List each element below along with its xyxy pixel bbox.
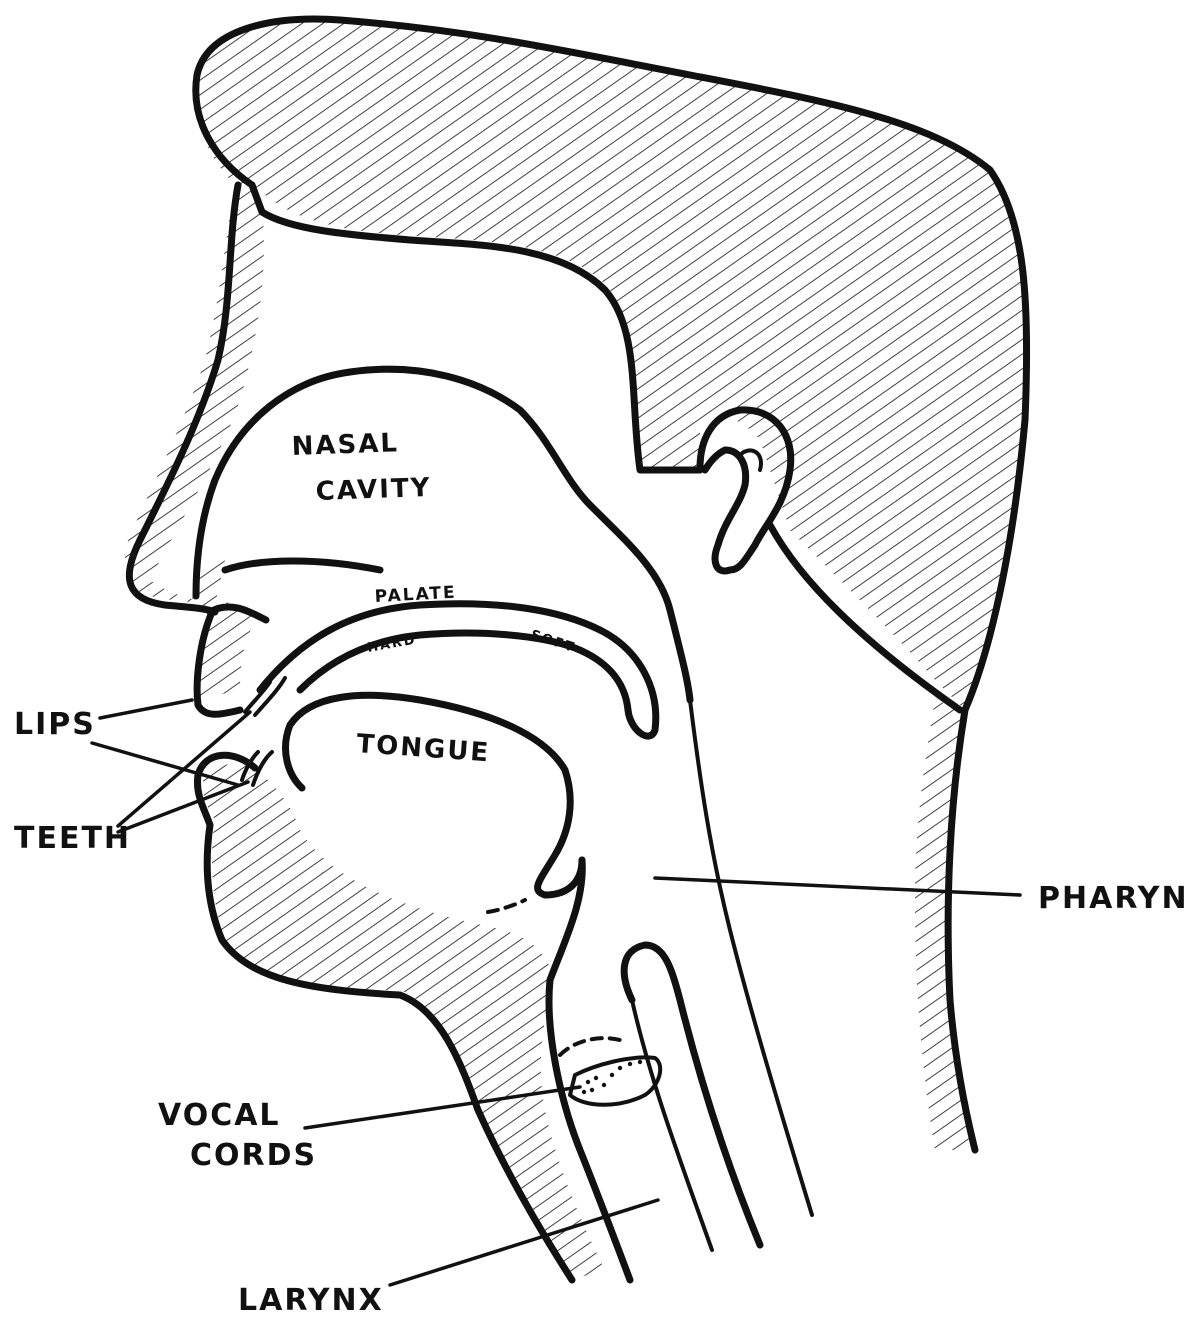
label-vocal: VOCAL (158, 1098, 281, 1133)
label-soft: SOFT (529, 628, 578, 657)
label-hard: HARD (366, 633, 418, 656)
lips-leader-upper (100, 700, 192, 718)
label-pharynx: PHARYNX (1038, 881, 1187, 916)
label-teeth: TEETH (14, 821, 131, 856)
label-lips: LIPS (14, 707, 96, 742)
lips-leader-lower (92, 743, 238, 785)
nasal-cavity-outline (196, 369, 690, 700)
vocal-cords-stipple (582, 1060, 642, 1094)
labels: NASAL CAVITY PALATE HARD SOFT TONGUE LIP… (14, 428, 1187, 1318)
label-tongue: TONGUE (356, 729, 492, 768)
teeth (242, 678, 285, 785)
label-cords: CORDS (190, 1138, 317, 1173)
label-palate: PALATE (374, 583, 457, 607)
label-larynx: LARYNX (238, 1283, 384, 1318)
label-cavity: CAVITY (315, 473, 432, 507)
pharynx-walls (549, 700, 812, 1280)
pharynx-leader (655, 878, 1020, 895)
palate-outline (260, 604, 656, 736)
label-nasal: NASAL (291, 428, 399, 462)
